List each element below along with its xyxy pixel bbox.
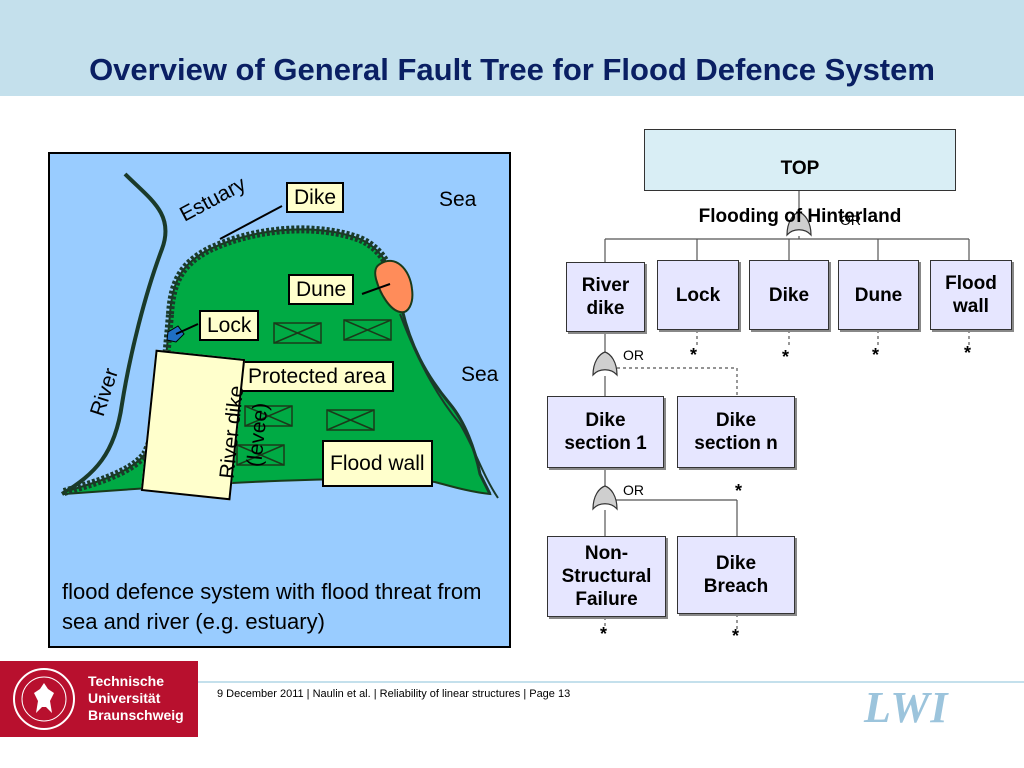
or-gate-label-3: OR: [623, 482, 644, 498]
node-dike-breach: Dike Breach: [677, 536, 795, 614]
footer-text: 9 December 2011 | Naulin et al. | Reliab…: [217, 688, 571, 700]
footer-divider: [198, 681, 1024, 683]
flood-wall-label: Flood wall: [322, 440, 433, 487]
top-event-node: TOP Flooding of Hinterland: [644, 129, 956, 227]
building-icon: [236, 319, 392, 466]
marker-dune: *: [872, 345, 880, 365]
marker-lock: *: [690, 345, 698, 365]
top-event-description: Flooding of Hinterland: [698, 206, 902, 227]
header-band: [0, 0, 1024, 96]
marker-dike: *: [782, 347, 790, 367]
or-gate-label-2: OR: [623, 347, 644, 363]
slide-title: Overview of General Fault Tree for Flood…: [89, 52, 935, 87]
marker-dike-breach: *: [732, 626, 740, 646]
coastal-dike: [166, 225, 406, 315]
dune-shape: [374, 259, 414, 314]
node-dike: Dike: [749, 260, 829, 330]
map-caption: flood defence system with flood threat f…: [62, 579, 482, 634]
marker-dike-section-n: *: [735, 481, 743, 501]
university-seal-icon: [13, 668, 75, 730]
node-dike-section-n: Dike section n: [677, 396, 795, 468]
marker-flood-wall: *: [964, 343, 972, 363]
estuary-bank: [60, 172, 168, 496]
node-non-structural-failure: Non- Structural Failure: [547, 536, 666, 617]
river-dike-label-box: River dike (levee): [140, 349, 273, 501]
lwi-logo: LWI: [864, 682, 994, 732]
protected-area-label: Protected area: [240, 361, 394, 392]
lock-label: Lock: [199, 310, 260, 341]
university-name: Technische Universität Braunschweig: [88, 673, 184, 723]
or-gate-label-1: OR: [840, 212, 861, 228]
sea-label-top: Sea: [439, 188, 477, 211]
dune-label: Dune: [288, 274, 355, 305]
tu-braunschweig-logo: Technische Universität Braunschweig: [0, 661, 198, 737]
map-drawing: [60, 172, 499, 499]
sea-label-right: Sea: [461, 363, 499, 386]
marker-non-structural: *: [600, 624, 608, 644]
sea-bank: [399, 313, 499, 499]
lock-shape: [166, 325, 185, 343]
dike-label: Dike: [286, 182, 345, 213]
lwi-logo-text: LWI: [864, 683, 949, 732]
flood-defence-map: Estuary Dike Sea Dune Lock River Protect…: [48, 152, 511, 648]
node-dune: Dune: [838, 260, 919, 330]
node-flood-wall: Flood wall: [930, 260, 1012, 330]
top-event-title: TOP: [780, 158, 820, 179]
node-river-dike: River dike: [566, 262, 645, 332]
node-dike-section-1: Dike section 1: [547, 396, 664, 468]
node-lock: Lock: [657, 260, 739, 330]
